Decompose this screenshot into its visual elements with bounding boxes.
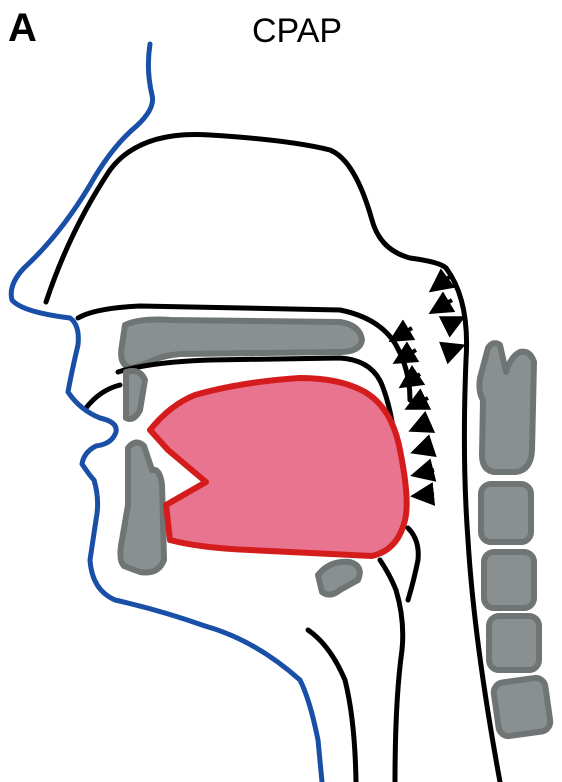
pressure-arrow bbox=[446, 346, 462, 352]
vertebra-c6 bbox=[492, 677, 551, 738]
hyoid-bone bbox=[318, 562, 360, 595]
pressure-arrow bbox=[446, 318, 462, 326]
cervical-spine bbox=[479, 343, 551, 737]
vertebra-c4 bbox=[484, 552, 534, 608]
neck-inner-contour bbox=[308, 630, 356, 782]
vertebra-c5 bbox=[489, 616, 539, 670]
pressure-arrow bbox=[414, 446, 432, 452]
vertebra-c2 bbox=[479, 343, 534, 472]
upper-lip-inner bbox=[86, 385, 120, 408]
lower-incisor-mandible bbox=[120, 442, 164, 572]
epiglottis bbox=[408, 528, 418, 600]
pressure-arrow bbox=[432, 275, 452, 290]
pressure-arrow bbox=[414, 470, 434, 475]
pressure-arrow bbox=[412, 422, 430, 430]
anterior-airway-wall bbox=[380, 560, 403, 782]
pressure-arrow bbox=[432, 300, 452, 312]
pressure-arrow bbox=[392, 328, 412, 340]
vertebra-c3 bbox=[481, 484, 531, 542]
pressure-arrow bbox=[414, 494, 434, 496]
upper-incisor bbox=[126, 371, 145, 419]
tongue bbox=[150, 378, 407, 556]
